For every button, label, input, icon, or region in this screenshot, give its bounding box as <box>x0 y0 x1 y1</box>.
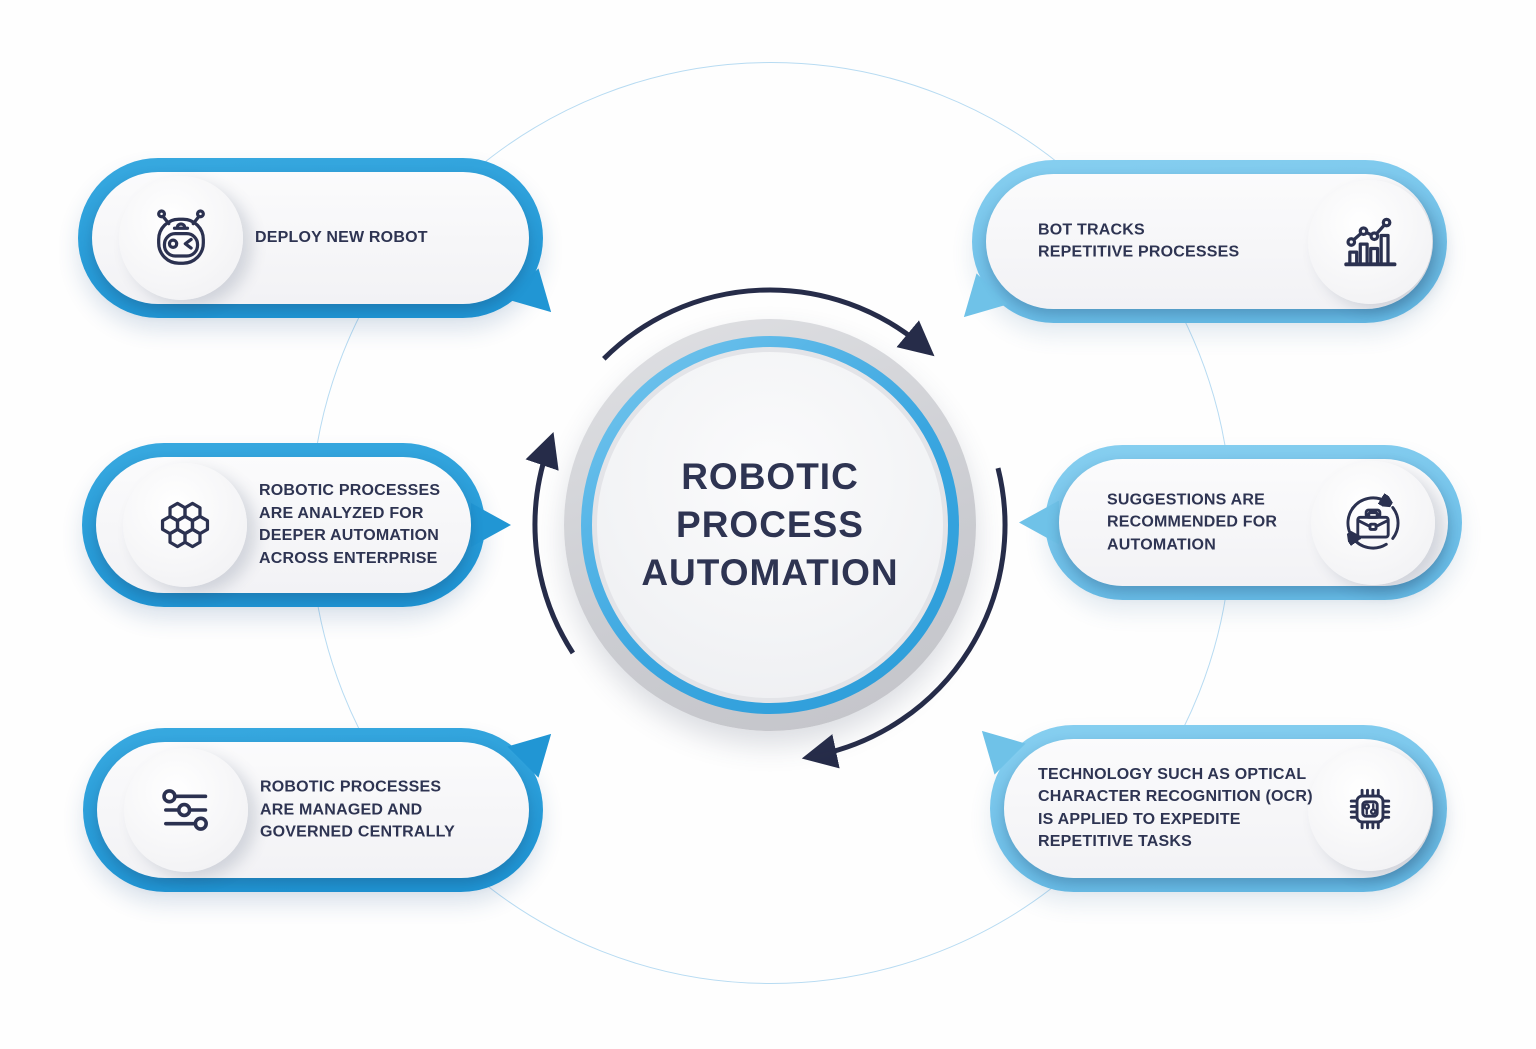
rotation-arrows <box>525 287 1008 769</box>
hub-title: ROBOTIC PROCESS AUTOMATION <box>641 456 899 593</box>
callout-label: TECHNOLOGY SUCH AS OPTICAL CHARACTER REC… <box>1038 765 1313 851</box>
callout-label: BOT TRACKS REPETITIVE PROCESSES <box>1038 221 1240 261</box>
callout-managed-governed: ROBOTIC PROCESSES ARE MANAGED AND GOVERN… <box>83 728 543 892</box>
icon-badge <box>123 463 247 587</box>
callout-bot-tracks: BOT TRACKS REPETITIVE PROCESSES <box>972 160 1447 323</box>
callout-deploy-new-robot: DEPLOY NEW ROBOT <box>78 158 543 318</box>
callout-label: SUGGESTIONS ARE RECOMMENDED FOR AUTOMATI… <box>1107 490 1278 553</box>
callout-ocr-technology: TECHNOLOGY SUCH AS OPTICAL CHARACTER REC… <box>990 725 1447 892</box>
rotation-arrow-bottom <box>801 467 1008 769</box>
icon-badge <box>1308 179 1432 304</box>
callout-label: DEPLOY NEW ROBOT <box>255 228 428 246</box>
icon-badge <box>1308 746 1432 871</box>
callout-suggestions-recommended: SUGGESTIONS ARE RECOMMENDED FOR AUTOMATI… <box>1019 445 1462 600</box>
robot-icon <box>157 209 205 265</box>
hub-disc: ROBOTIC PROCESS AUTOMATION <box>592 347 948 703</box>
callout-analyzed-for-automation: ROBOTIC PROCESSES ARE ANALYZED FOR DEEPE… <box>82 443 511 607</box>
chip-icon <box>1349 788 1391 829</box>
briefcase-sync-icon <box>1346 485 1400 549</box>
callout-label: ROBOTIC PROCESSES ARE MANAGED AND GOVERN… <box>260 778 456 841</box>
honeycomb-icon <box>160 501 210 549</box>
hub-blue-ring: ROBOTIC PROCESS AUTOMATION <box>581 336 959 714</box>
rotation-arrow-left <box>525 431 575 655</box>
callout-label: ROBOTIC PROCESSES ARE ANALYZED FOR DEEPE… <box>259 482 441 567</box>
icon-badge <box>119 176 243 300</box>
sliders-icon <box>162 789 208 831</box>
rotation-arrow-top <box>602 287 935 361</box>
icon-badge <box>124 748 248 872</box>
bar-chart-icon <box>1344 217 1397 266</box>
icon-badge <box>1311 460 1435 585</box>
hub-gray-ring: ROBOTIC PROCESS AUTOMATION <box>564 319 976 731</box>
